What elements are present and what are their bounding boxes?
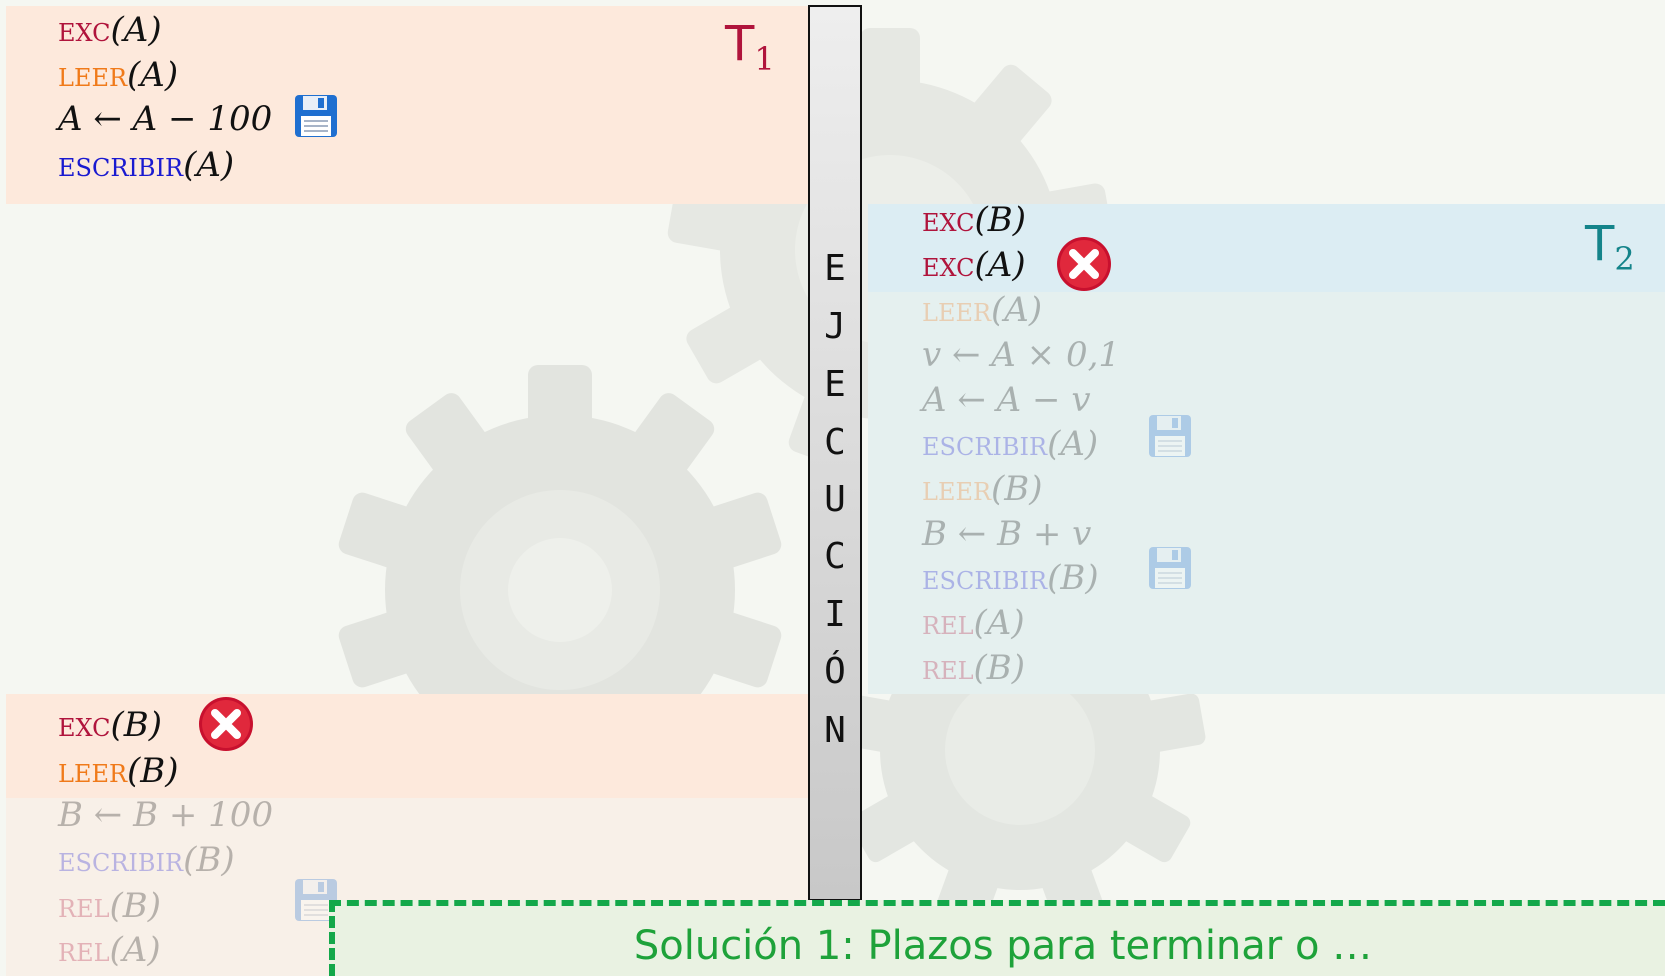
execution-letter: J xyxy=(824,306,846,347)
t2-op-leer-b: leer(B) xyxy=(922,469,1043,509)
execution-letter: Ó xyxy=(824,651,846,692)
execution-letter: U xyxy=(824,479,846,520)
t2-label: T2 xyxy=(1585,216,1635,278)
t2-op-rel-a: rel(A) xyxy=(922,603,1025,643)
t1-active-region-bottom xyxy=(6,694,810,798)
t1-op-leer-b: leer(B) xyxy=(58,751,179,791)
t1-op-escribir-b: escribir(B) xyxy=(58,840,235,880)
t2-op-leer-a: leer(A) xyxy=(922,290,1043,330)
floppy-disk-icon xyxy=(295,95,337,137)
floppy-disk-icon xyxy=(1149,547,1191,589)
t2-active-region xyxy=(868,204,1665,292)
floppy-disk-icon xyxy=(295,879,337,921)
execution-letter: I xyxy=(824,594,846,635)
t1-op-rel-a: rel(A) xyxy=(58,930,161,970)
t1-active-region-top xyxy=(6,6,810,204)
red-x-icon xyxy=(199,697,253,751)
t1-op-exc-b: exc(B) xyxy=(58,705,163,745)
t2-op-assign-b: B ← B + v xyxy=(922,514,1092,554)
execution-column: E J E C U C I Ó N xyxy=(808,5,862,901)
t1-op-exc-a: exc(A) xyxy=(58,10,162,50)
t2-op-assign-v: v ← A × 0,1 xyxy=(922,335,1121,375)
floppy-disk-icon xyxy=(1149,415,1191,457)
t2-op-assign-a: A ← A − v xyxy=(922,380,1091,420)
t1-op-leer-a: leer(A) xyxy=(58,55,179,95)
t2-op-exc-a: exc(A) xyxy=(922,245,1026,285)
t2-op-exc-b: exc(B) xyxy=(922,200,1027,240)
t1-op-assign-a: A ← A − 100 xyxy=(58,99,273,139)
execution-letter: C xyxy=(824,422,846,463)
solution-box: Solución 1: Plazos para terminar o … xyxy=(329,900,1665,976)
t1-op-rel-b: rel(B) xyxy=(58,886,162,926)
t2-pending-region xyxy=(868,292,1665,694)
t2-op-rel-b: rel(B) xyxy=(922,648,1026,688)
execution-letter: E xyxy=(824,248,846,289)
red-x-icon xyxy=(1057,237,1111,291)
t1-op-assign-b: B ← B + 100 xyxy=(58,795,274,835)
t1-label: T1 xyxy=(725,16,775,78)
execution-letter: N xyxy=(824,710,846,751)
execution-letter: E xyxy=(824,364,846,405)
t1-op-escribir-a: escribir(A) xyxy=(58,145,235,185)
execution-letter: C xyxy=(824,536,846,577)
t2-op-escribir-a: escribir(A) xyxy=(922,424,1099,464)
solution-text: Solución 1: Plazos para terminar o … xyxy=(633,923,1373,969)
t2-op-escribir-b: escribir(B) xyxy=(922,558,1099,598)
